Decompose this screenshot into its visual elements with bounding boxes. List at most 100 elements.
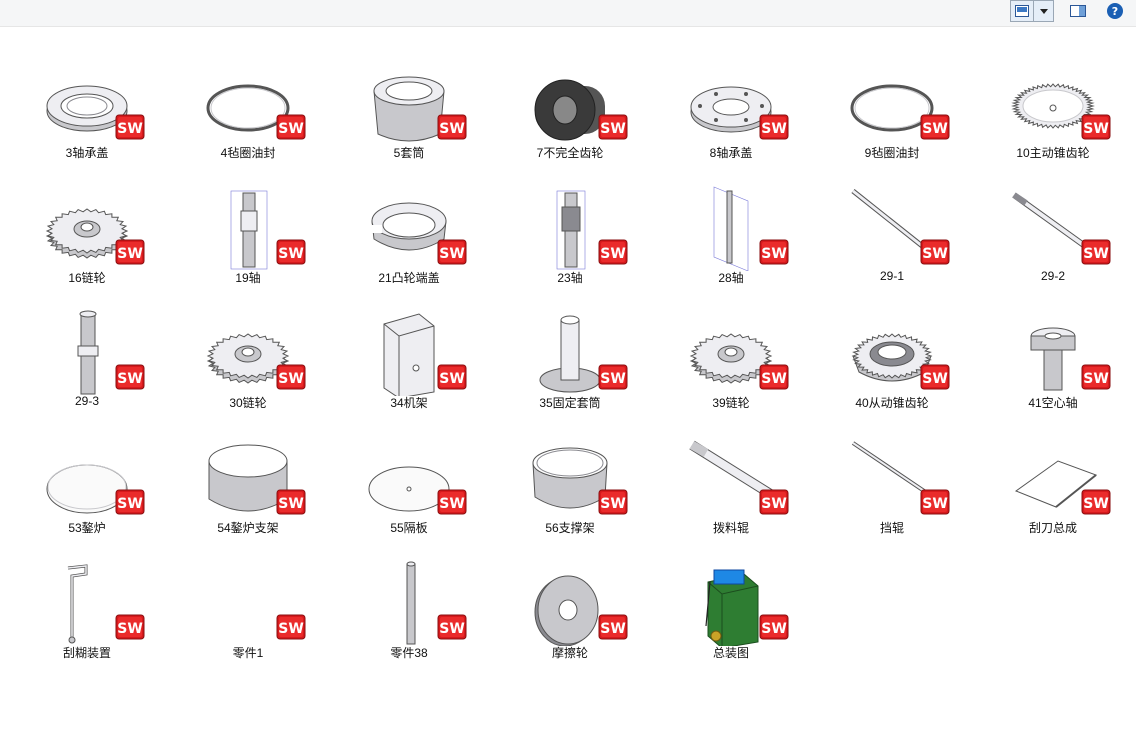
file-item[interactable]: SW 39链轮	[661, 306, 801, 424]
file-item[interactable]: SW 53鏊炉	[17, 431, 157, 549]
file-item[interactable]: SW 21凸轮端盖	[339, 181, 479, 299]
file-item[interactable]: SW 4毡圈油封	[178, 56, 318, 174]
file-name-label: 35固定套筒	[539, 396, 601, 410]
solidworks-badge-icon: SW	[759, 114, 789, 140]
solidworks-badge-icon: SW	[115, 114, 145, 140]
svg-text:SW: SW	[922, 246, 948, 262]
svg-text:SW: SW	[278, 371, 304, 387]
change-view-button[interactable]	[1010, 0, 1034, 22]
solidworks-badge-icon: SW	[115, 614, 145, 640]
file-thumbnail	[203, 431, 293, 521]
file-name-label: 41空心轴	[1028, 396, 1078, 410]
solidworks-badge-icon: SW	[276, 114, 306, 140]
file-name-label: 54鏊炉支架	[217, 521, 279, 535]
preview-pane-button[interactable]	[1066, 0, 1090, 22]
file-name-label: 9毡圈油封	[864, 146, 920, 160]
file-item[interactable]: SW 刮刀总成	[983, 431, 1123, 549]
file-item[interactable]: SW 8轴承盖	[661, 56, 801, 174]
svg-text:SW: SW	[278, 621, 304, 637]
file-thumbnail	[847, 181, 937, 271]
solidworks-badge-icon: SW	[276, 364, 306, 390]
file-item[interactable]: SW 7不完全齿轮	[500, 56, 640, 174]
file-item[interactable]: SW 16链轮	[17, 181, 157, 299]
solidworks-badge-icon: SW	[759, 239, 789, 265]
file-thumbnail	[847, 56, 937, 146]
file-thumbnail	[42, 556, 132, 646]
file-thumbnail	[686, 431, 776, 521]
file-item[interactable]: SW 41空心轴	[983, 306, 1123, 424]
file-item[interactable]: SW 29-2	[983, 181, 1123, 299]
solidworks-badge-icon: SW	[920, 364, 950, 390]
file-item[interactable]: SW 19轴	[178, 181, 318, 299]
file-thumbnail	[42, 431, 132, 521]
file-item[interactable]: SW 30链轮	[178, 306, 318, 424]
file-item[interactable]: SW 54鏊炉支架	[178, 431, 318, 549]
file-name-label: 39链轮	[712, 396, 750, 410]
solidworks-badge-icon: SW	[437, 614, 467, 640]
file-item[interactable]: SW 28轴	[661, 181, 801, 299]
file-thumbnail	[525, 181, 615, 271]
preview-pane-icon	[1070, 5, 1086, 17]
file-item[interactable]: SW 55隔板	[339, 431, 479, 549]
file-item[interactable]: SW 刮糊装置	[17, 556, 157, 674]
solidworks-badge-icon: SW	[437, 489, 467, 515]
file-name-label: 21凸轮端盖	[378, 271, 440, 285]
file-name-label: 零件1	[232, 646, 264, 660]
file-item[interactable]: SW 零件38	[339, 556, 479, 674]
file-item[interactable]: SW 总装图	[661, 556, 801, 674]
file-thumbnail	[525, 556, 615, 647]
svg-text:SW: SW	[1083, 246, 1109, 262]
svg-text:SW: SW	[117, 496, 143, 512]
svg-text:SW: SW	[600, 496, 626, 512]
svg-text:SW: SW	[761, 246, 787, 262]
large-icons-view-icon	[1015, 5, 1029, 17]
file-item[interactable]: SW 摩擦轮	[500, 556, 640, 674]
solidworks-badge-icon: SW	[598, 114, 628, 140]
solidworks-badge-icon: SW	[759, 489, 789, 515]
solidworks-badge-icon: SW	[1081, 239, 1111, 265]
file-name-label: 29-1	[879, 269, 905, 283]
file-item[interactable]: SW 40从动锥齿轮	[822, 306, 962, 424]
svg-text:SW: SW	[922, 371, 948, 387]
svg-text:SW: SW	[922, 121, 948, 137]
file-item[interactable]: SW 35固定套筒	[500, 306, 640, 424]
file-item[interactable]: SW 29-3	[17, 306, 157, 424]
file-item[interactable]: SW 9毡圈油封	[822, 56, 962, 174]
solidworks-badge-icon: SW	[598, 239, 628, 265]
svg-text:SW: SW	[439, 246, 465, 262]
solidworks-badge-icon: SW	[598, 364, 628, 390]
file-item[interactable]: SW 3轴承盖	[17, 56, 157, 174]
solidworks-badge-icon: SW	[759, 614, 789, 640]
file-thumbnail	[203, 181, 293, 271]
svg-text:SW: SW	[600, 246, 626, 262]
solidworks-badge-icon: SW	[115, 489, 145, 515]
svg-text:SW: SW	[117, 371, 143, 387]
file-item[interactable]: SW 零件1	[178, 556, 318, 674]
solidworks-badge-icon: SW	[1081, 364, 1111, 390]
svg-text:SW: SW	[761, 371, 787, 387]
file-name-label: 53鏊炉	[68, 521, 106, 535]
help-button[interactable]: ?	[1104, 0, 1126, 22]
file-item[interactable]: SW 挡辊	[822, 431, 962, 549]
svg-text:SW: SW	[1083, 496, 1109, 512]
file-item[interactable]: SW 拨料辊	[661, 431, 801, 549]
file-name-label: 刮糊装置	[62, 646, 111, 660]
svg-text:SW: SW	[761, 121, 787, 137]
file-name-label: 40从动锥齿轮	[855, 396, 929, 410]
solidworks-badge-icon: SW	[1081, 489, 1111, 515]
file-item[interactable]: SW 34机架	[339, 306, 479, 424]
svg-text:SW: SW	[439, 621, 465, 637]
file-item[interactable]: SW 10主动锥齿轮	[983, 56, 1123, 174]
file-item[interactable]: SW 23轴	[500, 181, 640, 299]
file-name-label: 29-3	[74, 394, 100, 408]
solidworks-badge-icon: SW	[920, 489, 950, 515]
svg-text:SW: SW	[922, 496, 948, 512]
file-item[interactable]: SW 5套筒	[339, 56, 479, 174]
file-thumbnail	[686, 181, 776, 272]
file-name-label: 3轴承盖	[65, 146, 109, 160]
file-item[interactable]: SW 56支撑架	[500, 431, 640, 549]
view-options-dropdown[interactable]	[1034, 0, 1054, 22]
file-item[interactable]: SW 29-1	[822, 181, 962, 299]
file-name-label: 刮刀总成	[1028, 521, 1077, 535]
file-thumbnail	[686, 56, 776, 146]
